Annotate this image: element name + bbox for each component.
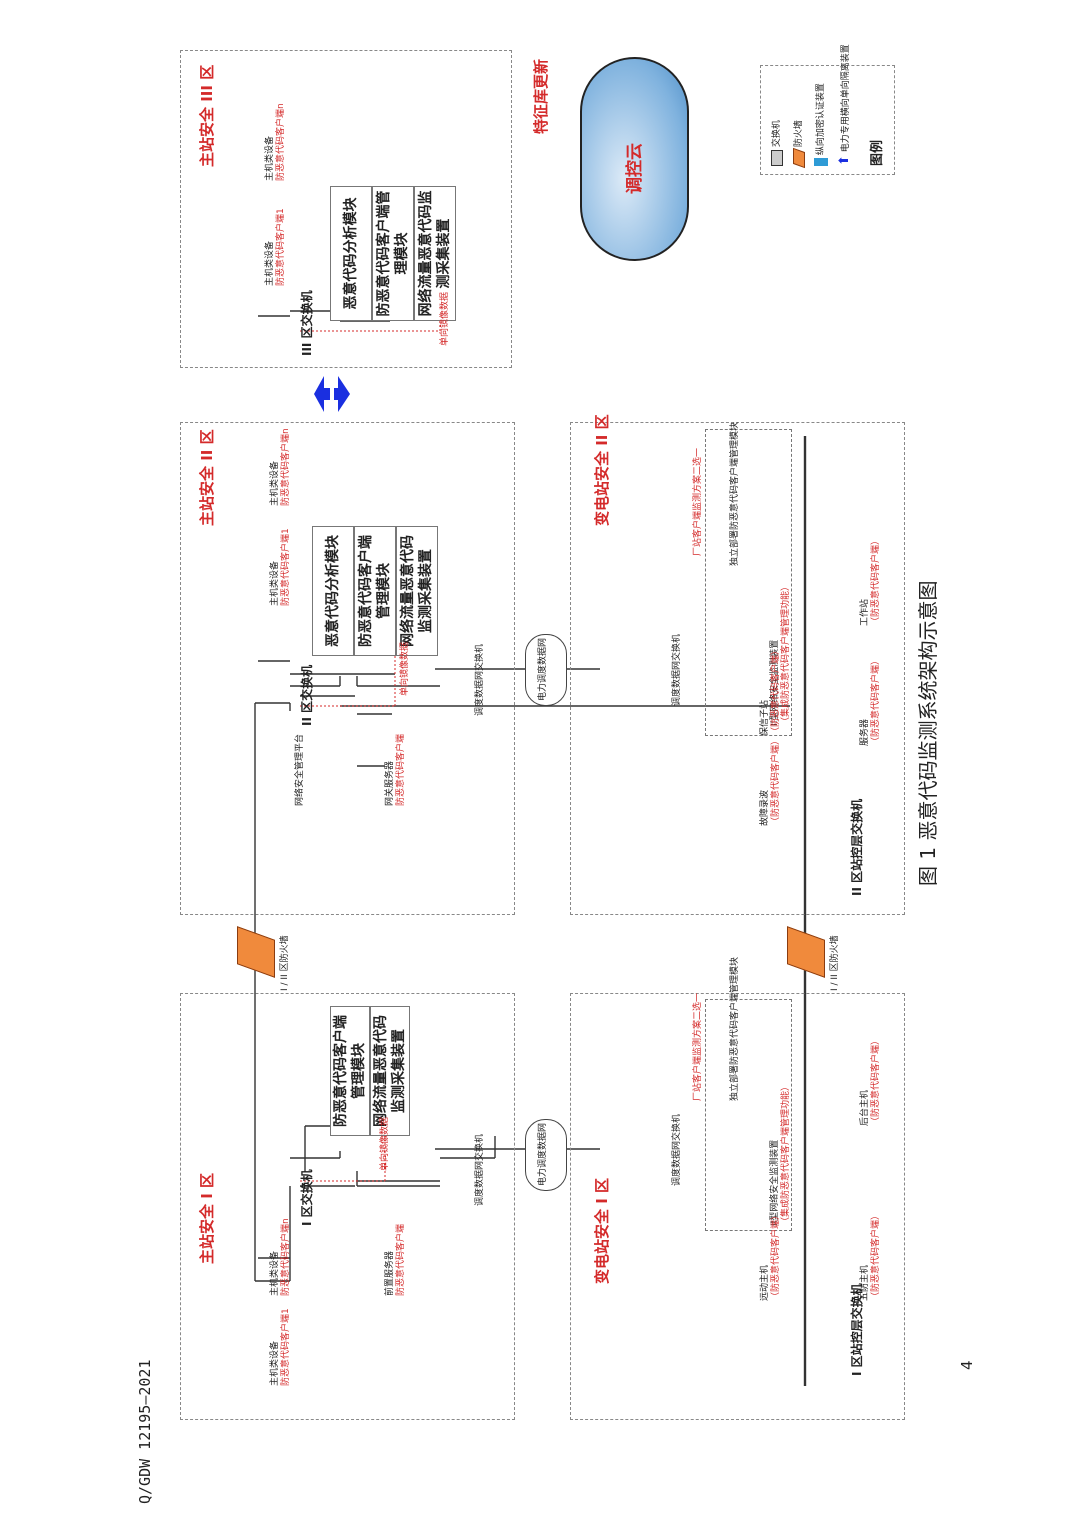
zone-title: 主站安全 III 区 — [198, 64, 216, 167]
host-protection-substation: 保信子站（防恶意代码客户端） — [760, 645, 782, 736]
switch-label: III 区交换机 — [300, 290, 314, 356]
monitor-device: II型网络安全监测装置（集成防恶意代码客户端管理功能） — [770, 1081, 792, 1226]
mirror-data-label: 单向镜像数据 — [440, 291, 450, 346]
vertical-encryption-icon — [813, 158, 828, 166]
standalone-module: 独立部署防恶意代码客户端管理模块 — [730, 421, 740, 566]
station-switch-label: II 区站控层交换机 — [850, 798, 864, 896]
dispatch-switch-label: 调度数据网交换机 — [672, 1113, 682, 1186]
legend-item-encryption: 纵向加密认证装置 — [813, 83, 828, 166]
signature-update-label: 特征库更新 — [532, 58, 550, 134]
power-dispatch-net-label: 电力调度数据网 — [538, 637, 548, 701]
zone-main-ii: 主站安全 II 区 — [180, 422, 515, 915]
option-label: 厂站客户端监测方案二选一 — [693, 447, 703, 556]
firewall-label: I / II 区防火墙 — [280, 935, 290, 991]
power-dispatch-net-cloud-icon: 电力调度数据网 — [525, 634, 567, 706]
standalone-module: 独立部署防恶意代码客户端管理模块 — [730, 956, 740, 1101]
isolation-arrow-icon: ⬆ — [837, 155, 852, 166]
switch-label: I 区交换机 — [300, 1169, 314, 1226]
mirror-data-label: 单向镜像数据 — [380, 1116, 390, 1171]
switch-icon — [770, 150, 783, 166]
module-client-mgmt: 防恶意代码客户端管理模块 — [372, 186, 414, 321]
host-n: 主机类设备防恶意代码客户端n — [270, 1218, 292, 1296]
legend: 交换机 防火墙 纵向加密认证装置 ⬆ 电力专用横向单向隔离装置 图例 — [760, 44, 895, 175]
module-client-mgmt: 防恶意代码客户端管理模块 — [354, 526, 396, 656]
host-server: 服务器（防恶意代码客户端） — [860, 655, 882, 746]
zone-title: 主站安全 I 区 — [198, 1172, 216, 1264]
module-traffic-monitor: 网络流量恶意代码监测采集装置 — [396, 526, 438, 656]
dispatch-switch-label: 调度数据网交换机 — [475, 643, 485, 716]
legend-item-isolation: ⬆ 电力专用横向单向隔离装置 — [837, 44, 852, 166]
host-anti-misoperation: 五防主机（防恶意代码客户端） — [860, 1210, 882, 1301]
power-dispatch-net-label: 电力调度数据网 — [538, 1122, 548, 1186]
module-client-mgmt: 防恶意代码客户端管理模块 — [330, 1006, 370, 1136]
cloud-label: 调控云 — [625, 143, 645, 194]
host-1: 主机类设备防恶意代码客户端1 — [270, 1308, 292, 1386]
legend-item-firewall: 防火墙 — [791, 120, 805, 169]
legend-title: 图例 — [870, 139, 885, 166]
legend-item-switch: 交换机 — [769, 120, 783, 166]
option-label: 厂站客户端监测方案二选一 — [693, 992, 703, 1101]
front-server: 前置服务器防恶意代码客户端 — [385, 1223, 407, 1296]
zone-title: 主站安全 II 区 — [198, 429, 216, 526]
host-1: 主机类设备防恶意代码客户端1 — [270, 528, 292, 606]
host-n: 主机类设备防恶意代码客户端n — [265, 103, 287, 181]
security-platform: 网络安全管理平台 — [295, 733, 305, 806]
dispatch-switch-label: 调度数据网交换机 — [475, 1133, 485, 1206]
dispatch-cloud-icon: 调控云 — [580, 57, 689, 261]
mirror-data-label: 单向镜像数据 — [400, 641, 410, 696]
zone-title: 变电站安全 II 区 — [593, 414, 611, 526]
host-telecontrol: 远动主机（防恶意代码客户端） — [760, 1210, 782, 1301]
module-analysis: 恶意代码分析模块 — [330, 186, 372, 321]
zone-title: 变电站安全 I 区 — [593, 1177, 611, 1284]
gateway-server: 网关服务器防恶意代码客户端 — [385, 733, 407, 806]
host-backend: 后台主机（防恶意代码客户端） — [860, 1035, 882, 1126]
power-dispatch-net-cloud-icon: 电力调度数据网 — [525, 1119, 567, 1191]
firewall-label: I / II 区防火墙 — [830, 935, 840, 991]
host-workstation: 工作站（防恶意代码客户端） — [860, 535, 882, 626]
host-fault-recorder: 故障录波（防恶意代码客户端） — [760, 735, 782, 826]
host-n: 主机类设备防恶意代码客户端n — [270, 428, 292, 506]
module-analysis: 恶意代码分析模块 — [312, 526, 354, 656]
isolation-arrows-icon — [312, 374, 352, 414]
firewall-icon — [792, 147, 805, 169]
dispatch-switch-label: 调度数据网交换机 — [672, 633, 682, 706]
host-1: 主机类设备防恶意代码客户端1 — [265, 208, 287, 286]
switch-label: II 区交换机 — [300, 664, 314, 726]
